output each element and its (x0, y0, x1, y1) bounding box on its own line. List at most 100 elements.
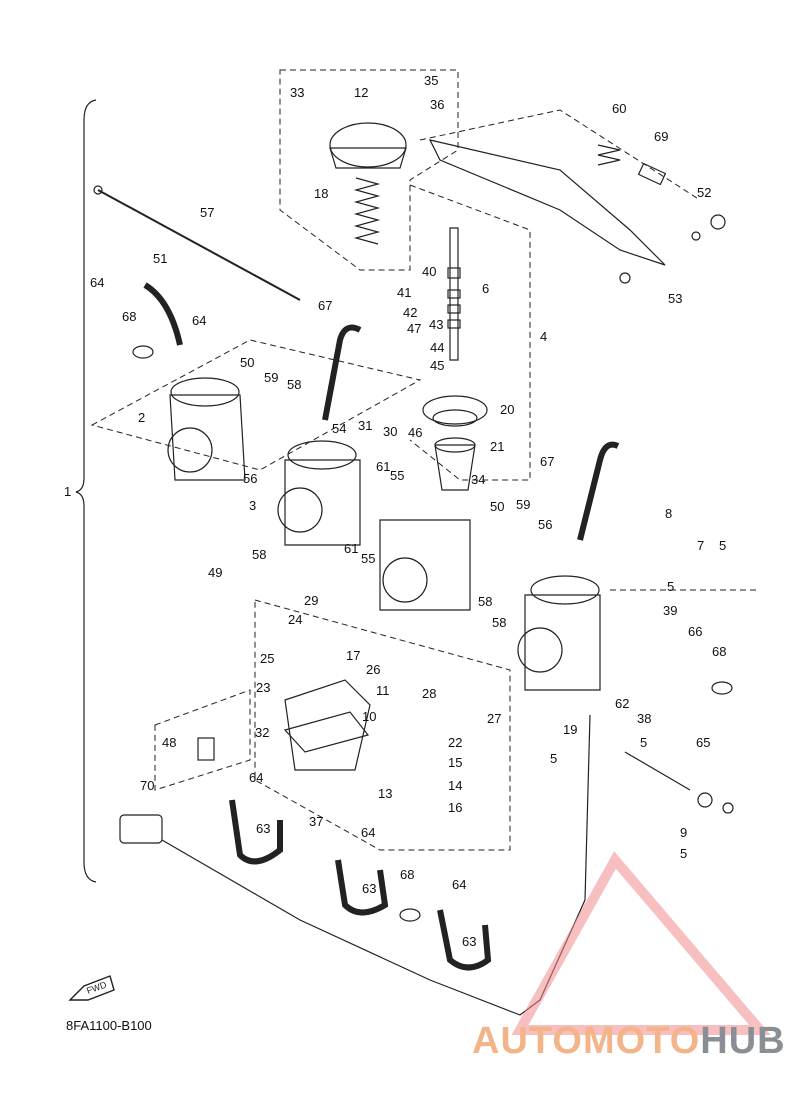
callout-54: 54 (332, 421, 347, 436)
callout-5c: 5 (550, 751, 558, 766)
callout-9: 9 (680, 825, 688, 840)
callout-56b: 56 (538, 517, 553, 532)
outline-48 (154, 689, 251, 791)
spring-60 (597, 144, 621, 166)
callout-28: 28 (422, 686, 437, 701)
callout-70: 70 (140, 778, 155, 793)
callout-10: 10 (362, 709, 377, 724)
callout-43: 43 (429, 317, 444, 332)
carb-body-3 (277, 440, 361, 546)
callout-33: 33 (290, 85, 305, 100)
callout-55a: 55 (390, 468, 405, 483)
callout-23: 23 (256, 680, 271, 695)
callout-22: 22 (448, 735, 463, 750)
callout-20: 20 (500, 402, 515, 417)
callout-17: 17 (346, 648, 361, 663)
needle-stack (449, 227, 459, 361)
spring-18 (353, 177, 381, 245)
callout-50a: 50 (240, 355, 255, 370)
callout-63b: 63 (362, 881, 377, 896)
screw-52 (710, 214, 726, 230)
callout-63a: 63 (256, 821, 271, 836)
callout-32: 32 (255, 725, 270, 740)
callout-5b: 5 (667, 579, 675, 594)
callout-57: 57 (200, 205, 215, 220)
throttle-bracket (428, 139, 666, 266)
callout-34: 34 (471, 472, 486, 487)
outline-top-cover (279, 69, 459, 271)
screw-9-group (624, 751, 691, 791)
clamp-68b (711, 681, 733, 695)
piston-21 (434, 444, 476, 491)
outline-throttle (419, 109, 701, 201)
callout-4: 4 (540, 329, 548, 344)
carb-body-center (379, 519, 471, 611)
callout-64a: 64 (90, 275, 105, 290)
callout-36: 36 (430, 97, 445, 112)
part-48 (197, 737, 215, 761)
callout-51: 51 (153, 251, 168, 266)
callout-67b: 67 (540, 454, 555, 469)
callout-45: 45 (430, 358, 445, 373)
callout-52: 52 (697, 185, 712, 200)
callout-61b: 61 (344, 541, 359, 556)
callout-5a: 5 (719, 538, 727, 553)
callout-64e: 64 (452, 877, 467, 892)
callout-6: 6 (482, 281, 490, 296)
carb-body-right (517, 575, 601, 691)
callout-35: 35 (424, 73, 439, 88)
callout-30: 30 (383, 424, 398, 439)
float-bowl-23 (284, 679, 371, 771)
group-1-bracket (75, 99, 97, 883)
callout-59a: 59 (264, 370, 279, 385)
callout-47: 47 (407, 321, 422, 336)
callout-68c: 68 (400, 867, 415, 882)
hose-63a (229, 799, 283, 865)
callout-41: 41 (397, 285, 412, 300)
diaphragm-20 (422, 395, 488, 425)
fwd-arrow-icon: FWD (68, 975, 115, 1001)
washer-53 (619, 272, 631, 284)
callout-24: 24 (288, 612, 303, 627)
callout-68b: 68 (712, 644, 727, 659)
callout-67a: 67 (318, 298, 333, 313)
callout-39: 39 (663, 603, 678, 618)
callout-12: 12 (354, 85, 369, 100)
hose-63c (437, 909, 492, 971)
callout-58b: 58 (252, 547, 267, 562)
rod-57 (97, 189, 301, 301)
callout-65: 65 (696, 735, 711, 750)
callout-55b: 55 (361, 551, 376, 566)
callout-8: 8 (665, 506, 673, 521)
callout-2: 2 (138, 410, 146, 425)
outline-needle-group (409, 184, 531, 481)
callout-14: 14 (448, 778, 463, 793)
callout-59b: 59 (516, 497, 531, 512)
callout-29: 29 (304, 593, 319, 608)
callout-21: 21 (490, 439, 505, 454)
callout-38: 38 (637, 711, 652, 726)
callout-48: 48 (162, 735, 177, 750)
callout-56a: 56 (243, 471, 258, 486)
callout-3: 3 (249, 498, 257, 513)
callout-60: 60 (612, 101, 627, 116)
callout-50b: 50 (490, 499, 505, 514)
connector-70 (119, 814, 163, 844)
watermark-logo: AUTOMOTOHUB (472, 1020, 786, 1063)
callout-11: 11 (376, 683, 390, 698)
callout-13: 13 (378, 786, 393, 801)
diagram-code: 8FA1100-B100 (66, 1018, 152, 1033)
hose-51 (143, 282, 183, 346)
callout-63c: 63 (462, 934, 477, 949)
callout-44: 44 (430, 340, 445, 355)
callout-64b: 64 (192, 313, 207, 328)
hose-63b (335, 859, 389, 916)
callout-68a: 68 (122, 309, 137, 324)
callout-42: 42 (403, 305, 418, 320)
hose-67-right (577, 441, 620, 541)
clamp-68c (399, 908, 421, 922)
watermark-triangle (511, 851, 771, 1035)
top-cover-12 (329, 122, 407, 168)
callout-26: 26 (366, 662, 381, 677)
